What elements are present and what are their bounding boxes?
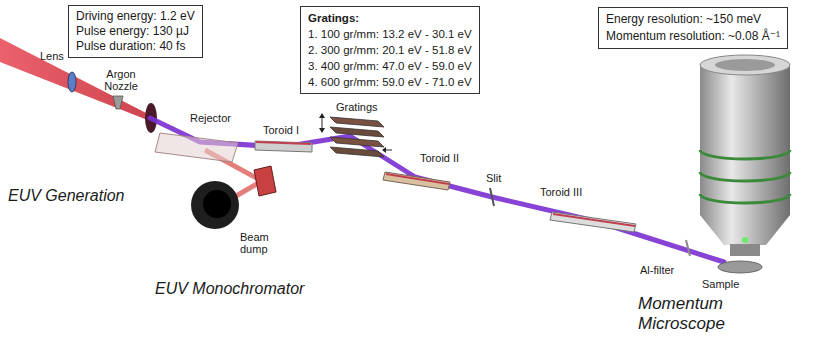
info-line: Momentum resolution: ~0.08 Å⁻¹ bbox=[606, 28, 780, 45]
slit bbox=[490, 188, 494, 206]
panel-fill bbox=[140, 92, 720, 305]
argon-nozzle bbox=[113, 96, 123, 109]
panel-title: EUV Generation bbox=[8, 186, 125, 206]
arrow-head bbox=[382, 147, 386, 153]
info-line: Pulse duration: 40 fs bbox=[76, 39, 195, 54]
component-label: Toroid II bbox=[420, 152, 459, 164]
microscope-ring bbox=[700, 172, 790, 181]
info-line: 4. 600 gr/mm: 59.0 eV - 71.0 eV bbox=[308, 74, 472, 90]
indicator-dot bbox=[742, 237, 748, 243]
mirror-coating bbox=[553, 214, 635, 226]
arrow-head bbox=[319, 113, 325, 118]
microscope-body bbox=[700, 65, 790, 215]
grating bbox=[330, 137, 384, 147]
beam-dump bbox=[191, 181, 239, 229]
component-label: Lens bbox=[40, 50, 64, 62]
panel-fill bbox=[0, 48, 215, 215]
toroid-mirror bbox=[383, 172, 450, 190]
component-label: Toroid I bbox=[263, 124, 299, 136]
panel-fill bbox=[595, 118, 826, 346]
euv-beam bbox=[150, 118, 724, 262]
rejector-plate bbox=[155, 133, 238, 162]
motion-arrow bbox=[386, 150, 392, 151]
arrow-head bbox=[319, 128, 325, 133]
grating-stack bbox=[319, 113, 392, 157]
info-line: Energy resolution: ~150 meV bbox=[606, 11, 780, 28]
section-panel: Momentum Microscope bbox=[595, 118, 826, 346]
microscope-top bbox=[700, 55, 790, 75]
microscope-ring bbox=[700, 194, 790, 203]
info-line: 1. 100 gr/mm: 13.2 eV - 30.1 eV bbox=[308, 26, 472, 42]
component-label: Sample bbox=[702, 278, 739, 290]
objective-tip bbox=[730, 244, 760, 256]
toroid-mirror bbox=[255, 141, 312, 152]
info-line: Driving energy: 1.2 eV bbox=[76, 9, 195, 24]
component-label: Toroid III bbox=[540, 186, 582, 198]
momentum-microscope bbox=[700, 55, 790, 256]
dump-mirror bbox=[254, 166, 276, 196]
mirror-coating bbox=[256, 142, 311, 144]
info-box: Driving energy: 1.2 eVPulse energy: 130 … bbox=[68, 5, 203, 58]
microscope-top bbox=[715, 59, 775, 71]
grating-table: Gratings:1. 100 gr/mm: 13.2 eV - 30.1 eV… bbox=[300, 6, 480, 94]
panel-title: Momentum Microscope bbox=[638, 294, 778, 334]
component-label: Beam dump bbox=[240, 231, 276, 255]
info-box: Energy resolution: ~150 meVMomentum reso… bbox=[598, 7, 788, 49]
beam-dump-opening bbox=[203, 190, 231, 218]
lens bbox=[68, 72, 76, 92]
component-label: Gratings bbox=[336, 101, 378, 113]
table-heading: Gratings: bbox=[308, 10, 472, 26]
component-label: Slit bbox=[486, 172, 501, 184]
component-label: Argon Nozzle bbox=[100, 68, 142, 92]
grating bbox=[330, 147, 384, 157]
component-label: Al-filter bbox=[640, 264, 674, 276]
info-line: 2. 300 gr/mm: 20.1 eV - 51.8 eV bbox=[308, 42, 472, 58]
microscope-cone bbox=[700, 215, 790, 245]
mirror-coating bbox=[386, 174, 449, 184]
sample bbox=[718, 261, 762, 273]
microscope-ring bbox=[700, 150, 790, 159]
grating bbox=[330, 127, 384, 137]
component-label: Rejector bbox=[190, 112, 231, 124]
info-line: 3. 400 gr/mm: 47.0 eV - 59.0 eV bbox=[308, 58, 472, 74]
al-filter bbox=[686, 240, 690, 256]
grating bbox=[330, 117, 384, 127]
toroid-mirror bbox=[550, 212, 636, 232]
motion-arrow bbox=[322, 116, 323, 130]
info-line: Pulse energy: 130 µJ bbox=[76, 24, 195, 39]
panel-title: EUV Monochromator bbox=[155, 279, 304, 299]
